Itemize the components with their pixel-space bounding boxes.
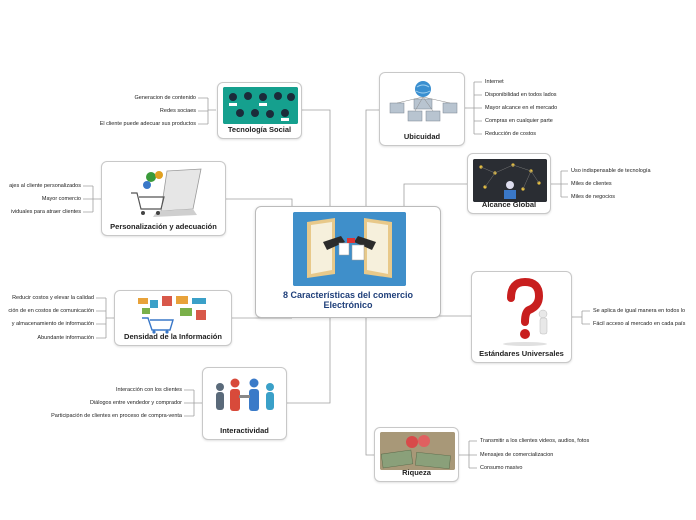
connector-ubicuidad: [365, 109, 379, 206]
topic-alcance-global[interactable]: Alcance Global: [467, 153, 551, 214]
connector-alcance: [403, 183, 467, 206]
leaf-estandares-2[interactable]: Fácil acceso al mercado en cada país: [593, 321, 686, 327]
social-network-image: [223, 87, 298, 124]
topic-title: Personalización y adecuación: [110, 222, 217, 231]
connector-tecnologia: [301, 109, 331, 206]
connector-personalizacion: [225, 198, 293, 206]
leaf-tecnologia-2[interactable]: Redes sociaes: [159, 108, 196, 114]
infographic-image: [136, 294, 212, 334]
leaf-ubicuidad-1[interactable]: Internet: [485, 79, 504, 85]
connector-riqueza: [365, 318, 374, 456]
money-image: [380, 432, 455, 470]
question-mark-image: [485, 276, 560, 350]
leaf-personalizacion-3[interactable]: ividuales para atraer clientes: [10, 209, 81, 215]
topic-tecnologia-social[interactable]: Tecnología Social: [217, 82, 302, 139]
leaf-riqueza-3[interactable]: Consumo masivo: [480, 465, 523, 471]
leaf-alcance-2[interactable]: Miles de clientes: [571, 181, 612, 187]
leaf-interactividad-3[interactable]: Participación de clientes en proceso de …: [51, 413, 182, 419]
leaf-ubicuidad-5[interactable]: Reducción de costos: [485, 131, 537, 137]
leaf-estandares-1[interactable]: Se aplica de igual manera en todos lo: [593, 308, 686, 314]
topic-personalizacion[interactable]: Personalización y adecuación: [101, 161, 226, 236]
topic-title: Densidad de la Información: [124, 332, 222, 341]
central-topic[interactable]: 8 Características del comercio Electróni…: [255, 206, 441, 318]
leaf-personalizacion-2[interactable]: Mayor comercio: [41, 196, 81, 202]
leaf-tecnologia-1[interactable]: Generacion de contenido: [134, 95, 196, 101]
topic-title: Interactividad: [220, 426, 269, 435]
laptop-cart-image: [127, 167, 202, 221]
topic-ubicuidad[interactable]: Ubicuidad: [379, 72, 465, 146]
topic-title: Riqueza: [402, 468, 431, 477]
topic-interactividad[interactable]: Interactividad: [202, 367, 287, 440]
leaf-ubicuidad-2[interactable]: Disponibilidad en todos lados: [485, 92, 557, 98]
leaf-interactividad-2[interactable]: Diálogos entre vendedor y comprador: [89, 400, 182, 406]
connector-interactividad: [286, 318, 331, 404]
leaf-riqueza-1[interactable]: Transmitir a los clientes videos, audios…: [480, 438, 590, 444]
topic-densidad[interactable]: Densidad de la Información: [114, 290, 232, 346]
leaf-ubicuidad-4[interactable]: Compras en cualquier parte: [485, 118, 553, 124]
ecommerce-image: [293, 212, 406, 286]
leaf-densidad-3[interactable]: y almacenamiento de información: [11, 321, 94, 327]
leaf-tecnologia-3[interactable]: El cliente puede adecuar sus productos: [99, 121, 196, 127]
leaf-densidad-1[interactable]: Reducir costos y elevar la calidad: [12, 295, 94, 301]
network-globe-image: [386, 77, 460, 129]
leaf-alcance-3[interactable]: Miles de negocios: [571, 194, 616, 200]
people-handshake-image: [208, 373, 283, 423]
topic-riqueza[interactable]: Riqueza: [374, 427, 459, 482]
leaf-riqueza-2[interactable]: Mensajes de comercializacion: [480, 452, 554, 458]
leaf-densidad-2[interactable]: ción de en costos de comunicación: [8, 308, 94, 314]
leaf-personalizacion-1[interactable]: ajes al cliente personalizados: [9, 183, 81, 189]
topic-title: Alcance Global: [481, 200, 537, 209]
leaf-densidad-4[interactable]: Abundante información: [37, 335, 94, 341]
central-title: 8 Características del comercio Electróni…: [282, 290, 414, 310]
topic-title: Estándares Universales: [479, 349, 564, 358]
leaf-alcance-1[interactable]: Uso indispensable de tecnología: [571, 168, 651, 174]
leaf-interactividad-1[interactable]: Interacción con los clientes: [115, 387, 182, 393]
topic-title: Tecnología Social: [227, 125, 292, 134]
global-network-image: [473, 159, 547, 202]
leaf-ubicuidad-3[interactable]: Mayor alcance en el mercado: [485, 105, 558, 111]
topic-estandares[interactable]: Estándares Universales: [471, 271, 572, 363]
topic-title: Ubicuidad: [403, 132, 441, 141]
